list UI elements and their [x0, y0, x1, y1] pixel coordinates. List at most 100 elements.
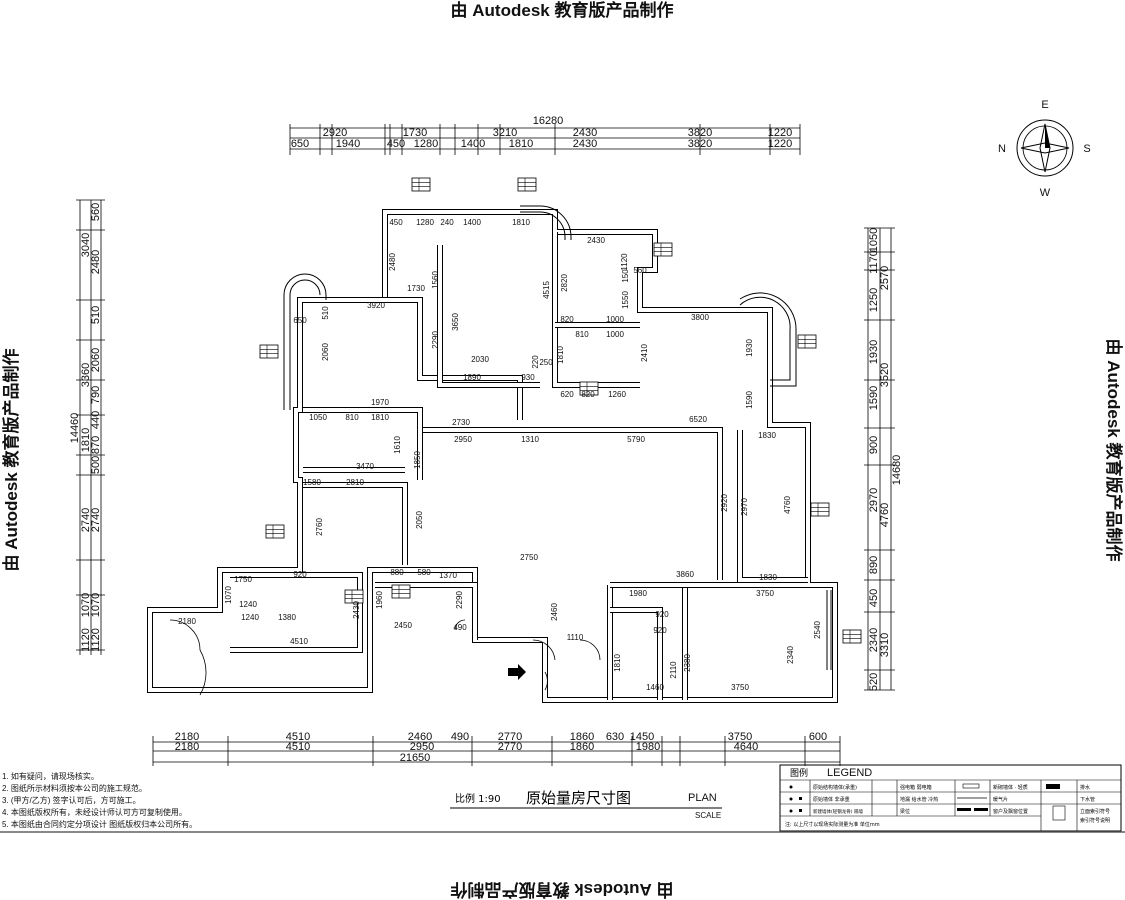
dimension-label: 2430	[573, 138, 597, 150]
entrance-arrow-icon	[508, 664, 526, 680]
dimension-label: 3750	[756, 589, 774, 598]
dimension-label: 3820	[688, 138, 712, 150]
dimension-label: 2290	[431, 331, 440, 349]
dimension-label: 1070	[224, 586, 233, 604]
dimension-label: 1590	[868, 386, 880, 410]
wall	[147, 209, 838, 703]
dimension-label: 1450	[630, 731, 654, 743]
dimension-label: 820	[581, 390, 595, 399]
dimension-label: 2750	[520, 553, 538, 562]
compass-west: W	[1040, 187, 1051, 199]
dimension-label: 2480	[90, 250, 102, 274]
dimension-lines	[79, 127, 892, 763]
dimension-label: 3920	[367, 301, 385, 310]
dimension-label: 1970	[371, 398, 389, 407]
dimension-label: 1750	[234, 575, 252, 584]
dimension-label: 450	[868, 589, 880, 607]
dimension-label: 1280	[414, 138, 438, 150]
elevation-tag-icon	[411, 177, 431, 192]
dimension-label: 3750	[728, 731, 752, 743]
dimension-label: 1260	[608, 390, 626, 399]
dimension-label: 1000	[606, 315, 624, 324]
watermark-right: 由 Autodesk 教育版产品制作	[1104, 339, 1124, 562]
elevation-tag-icon	[344, 589, 364, 604]
plan-label: PLAN	[688, 792, 717, 804]
dimension-label: 1610	[393, 436, 402, 454]
dimension-label: 3820	[688, 127, 712, 139]
dimension-label: 820	[560, 315, 574, 324]
dimension-label: 16280	[533, 115, 564, 127]
dimension-label: 4510	[286, 741, 310, 753]
dimension-label: 1550	[621, 291, 630, 309]
compass-south: S	[1083, 143, 1090, 155]
dimension-label: 810	[345, 413, 359, 422]
dimension-label: 1220	[768, 127, 792, 139]
dimension-label: 2060	[321, 343, 330, 361]
scale-label: SCALE	[695, 811, 721, 820]
dimension-label: 3800	[691, 313, 709, 322]
elevation-tag-icon	[797, 334, 817, 349]
dimension-label: 2920	[720, 494, 729, 512]
dimension-label: 510	[321, 306, 330, 320]
compass-east: E	[1041, 99, 1048, 111]
legend-cell: 立面索引符号	[1080, 808, 1110, 815]
dimension-label: 890	[868, 556, 880, 574]
dimension-label: 2810	[346, 478, 364, 487]
dimension-label: 650	[291, 138, 309, 150]
dimension-label: 880	[390, 568, 404, 577]
doors	[169, 619, 601, 696]
dimension-label: 4760	[783, 496, 792, 514]
dimension-label: 930	[521, 373, 535, 382]
dimension-label: 1240	[239, 600, 257, 609]
watermark-bottom: 由 Autodesk 教育版产品制作	[451, 880, 674, 900]
dimension-label: 490	[451, 731, 469, 743]
compass-north: N	[998, 143, 1006, 155]
dimension-label: 2180	[175, 731, 199, 743]
legend-cell: 注: 以上尺寸以现场实际测量为准 单位mm	[785, 821, 880, 828]
dimension-label: 1860	[570, 741, 594, 753]
dimension-label: 510	[90, 306, 102, 324]
dimension-label: 920	[655, 610, 669, 619]
dimension-label: 440	[90, 411, 102, 429]
dimension-label: 560	[90, 203, 102, 221]
dimension-label: 220	[531, 355, 540, 369]
dimension-label: 560	[633, 266, 647, 275]
elevation-tag-icon	[517, 177, 537, 192]
dimension-label: 2950	[410, 741, 434, 753]
dimension-label: 1000	[606, 330, 624, 339]
dimension-label: 2770	[498, 731, 522, 743]
dimension-label: 1110	[567, 633, 584, 642]
dimension-label: 2430	[587, 236, 605, 245]
wall	[737, 430, 808, 583]
dimension-label: 1220	[768, 138, 792, 150]
dimension-label: 1170	[868, 250, 880, 274]
dimension-label: 1930	[745, 339, 754, 357]
dimension-label: 2950	[454, 435, 472, 444]
elevation-tag-icon	[810, 502, 830, 517]
dimension-label: 1050	[309, 413, 327, 422]
legend-cell: 原始结构墙体(承重)	[813, 784, 857, 791]
dimension-label: 3210	[493, 127, 517, 139]
dimension-label: 2050	[415, 511, 424, 529]
walls	[147, 209, 838, 703]
dimension-label: 1380	[278, 613, 296, 622]
legend-cell: 强电箱 弱电箱	[900, 784, 932, 791]
wall	[326, 297, 523, 420]
dimension-label: 6520	[689, 415, 707, 424]
drawing-title-block: 比例 1:90 原始量房尺寸图 PLAN SCALE	[450, 789, 722, 820]
dimension-label: 1730	[407, 284, 425, 293]
dimension-label: 2410	[640, 344, 649, 362]
dimension-label: 1940	[336, 138, 360, 150]
note-line: 1. 如有疑问，请现场核实。	[2, 771, 99, 781]
dimension-label: 2540	[813, 621, 822, 639]
dimension-label: 920	[653, 626, 667, 635]
dimension-label: 450	[389, 218, 403, 227]
dimension-label: 650	[293, 316, 307, 325]
elevation-tag-icon	[653, 242, 673, 257]
dimension-label: 870	[90, 436, 102, 454]
dimension-label: 1070	[90, 593, 102, 617]
legend-cell: 排水	[1080, 784, 1090, 791]
dimension-label: 2340	[868, 628, 880, 652]
dimension-label: 900	[868, 436, 880, 454]
